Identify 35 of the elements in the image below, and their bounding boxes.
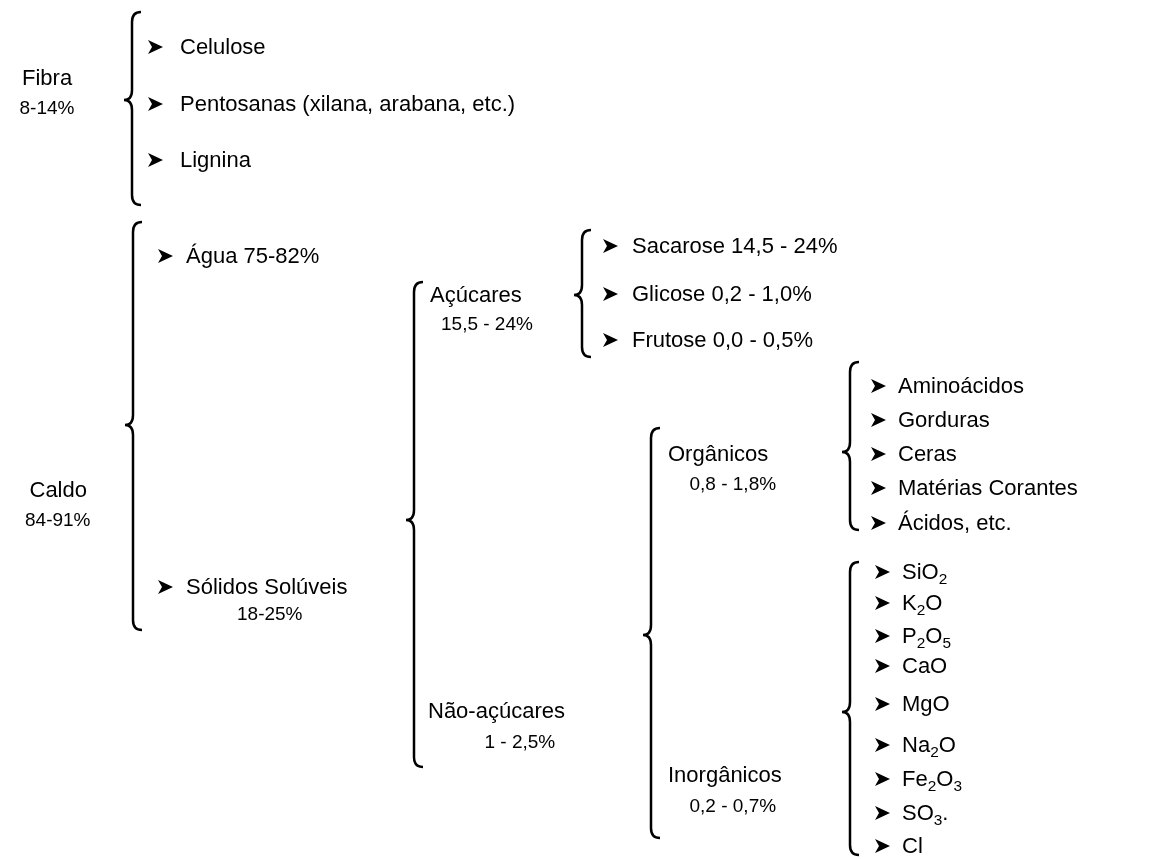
list-item-text: Pentosanas (xilana, arabana, etc.) (180, 92, 516, 117)
category-label: Caldo (29, 478, 87, 503)
list-item-text: Fe$_{2}$O$_{3}$ (902, 767, 962, 792)
percentage-text: 84-91% (25, 509, 91, 531)
list-item-text: Na$_{2}$O (902, 733, 956, 758)
list-item-text: Aminoácidos (898, 374, 1024, 399)
list-item-text: Frutose 0,0 - 0,5% (632, 328, 813, 353)
list-item-text: Gorduras (898, 408, 990, 433)
list-item-text: Lignina (180, 148, 251, 173)
list-item-text: Água 75-82% (186, 244, 320, 269)
percentage-text: 15,5 - 24% (441, 313, 533, 335)
list-item-text: P$_{2}$O$_{5}$ (902, 624, 951, 649)
percentage-text: 0,8 - 1,8% (689, 473, 777, 495)
list-item-text: Matérias Corantes (898, 476, 1078, 501)
list-item-text: K$_{2}$O (902, 591, 943, 616)
list-item-text: Celulose (180, 35, 266, 60)
percentage-text: 18-25% (237, 603, 303, 625)
percentage-text: 0,2 - 0,7% (689, 795, 777, 817)
category-label: Inorgânicos (668, 763, 782, 788)
list-item-text: Glicose 0,2 - 1,0% (632, 282, 812, 307)
list-item-text: SO$_{3}$. (902, 801, 949, 826)
category-label: Não-açúcares (428, 699, 565, 724)
list-item-text: Ceras (898, 442, 957, 467)
list-item-text: Cl (902, 834, 923, 859)
list-item-text: Sacarose 14,5 - 24% (632, 234, 838, 259)
list-item-text: SiO$_{2}$ (902, 560, 948, 585)
percentage-text: 1 - 2,5% (484, 731, 556, 753)
list-item-text: Ácidos, etc. (898, 511, 1012, 536)
category-label: Fibra (22, 66, 73, 91)
category-label: Açúcares (430, 283, 522, 308)
percentage-text: 8-14% (19, 97, 75, 119)
category-label: Orgânicos (668, 442, 769, 467)
list-item-text: MgO (902, 692, 950, 717)
list-item-text: CaO (902, 654, 948, 679)
list-item-text: Sólidos Solúveis (186, 575, 348, 600)
